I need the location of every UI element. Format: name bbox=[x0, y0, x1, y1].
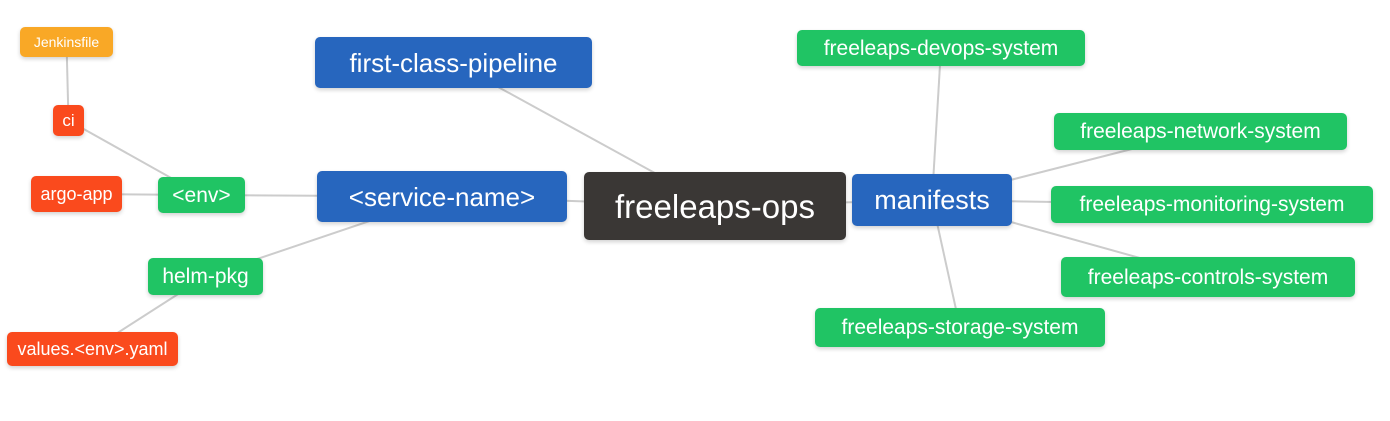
node-label-freeleaps-monitoring-system: freeleaps-monitoring-system bbox=[1079, 193, 1345, 216]
node-env[interactable]: <env> bbox=[158, 177, 245, 213]
node-values-env-yaml[interactable]: values.<env>.yaml bbox=[7, 332, 178, 366]
node-freeleaps-network-system[interactable]: freeleaps-network-system bbox=[1054, 113, 1347, 150]
node-label-argo-app: argo-app bbox=[40, 184, 113, 204]
node-label-manifests: manifests bbox=[874, 184, 990, 215]
node-label-ci: ci bbox=[62, 111, 75, 130]
node-label-freeleaps-storage-system: freeleaps-storage-system bbox=[841, 316, 1079, 339]
node-freeleaps-controls-system[interactable]: freeleaps-controls-system bbox=[1061, 257, 1355, 297]
node-first-class-pipeline[interactable]: first-class-pipeline bbox=[315, 37, 592, 88]
node-label-helm-pkg: helm-pkg bbox=[162, 265, 249, 288]
node-freeleaps-monitoring-system[interactable]: freeleaps-monitoring-system bbox=[1051, 186, 1373, 223]
node-label-jenkinsfile: Jenkinsfile bbox=[33, 34, 100, 50]
node-freeleaps-ops[interactable]: freeleaps-ops bbox=[584, 172, 846, 240]
node-freeleaps-storage-system[interactable]: freeleaps-storage-system bbox=[815, 308, 1105, 347]
node-label-freeleaps-network-system: freeleaps-network-system bbox=[1080, 120, 1321, 143]
node-manifests[interactable]: manifests bbox=[852, 174, 1012, 226]
node-service-name[interactable]: <service-name> bbox=[317, 171, 567, 222]
node-helm-pkg[interactable]: helm-pkg bbox=[148, 258, 263, 295]
node-label-env: <env> bbox=[172, 183, 231, 207]
node-label-values-env-yaml: values.<env>.yaml bbox=[17, 339, 168, 359]
node-label-freeleaps-ops: freeleaps-ops bbox=[615, 187, 815, 225]
node-argo-app[interactable]: argo-app bbox=[31, 176, 122, 212]
node-label-first-class-pipeline: first-class-pipeline bbox=[349, 47, 558, 78]
node-label-freeleaps-devops-system: freeleaps-devops-system bbox=[823, 36, 1059, 60]
node-label-service-name: <service-name> bbox=[348, 181, 536, 212]
node-label-freeleaps-controls-system: freeleaps-controls-system bbox=[1087, 265, 1329, 289]
node-freeleaps-devops-system[interactable]: freeleaps-devops-system bbox=[797, 30, 1085, 66]
node-jenkinsfile[interactable]: Jenkinsfile bbox=[20, 27, 113, 57]
node-ci[interactable]: ci bbox=[53, 105, 84, 136]
